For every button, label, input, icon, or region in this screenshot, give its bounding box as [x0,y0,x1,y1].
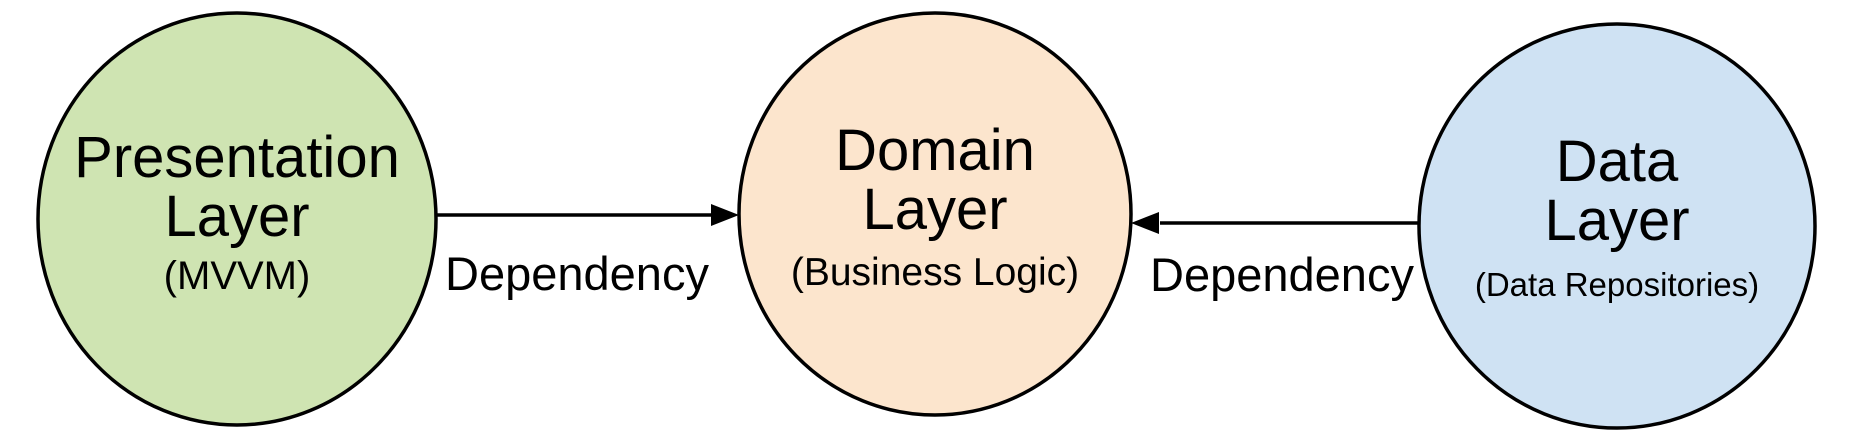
domain-layer-title-line1: Domain [835,118,1035,183]
arrowhead-left-icon [1131,212,1159,234]
edge-data-to-domain: Dependency [1131,212,1419,301]
dependency-label-left: Dependency [445,247,709,300]
presentation-layer-title-line2: Layer [164,184,309,249]
data-layer-sublabel: (Data Repositories) [1475,266,1759,303]
arrowhead-right-icon [711,204,739,226]
presentation-layer-sublabel: (MVVM) [164,254,311,298]
data-layer-title-line1: Data [1556,129,1679,194]
dependency-label-right: Dependency [1150,248,1414,301]
domain-layer-sublabel: (Business Logic) [791,251,1079,294]
data-layer-title-line2: Layer [1544,188,1689,253]
node-data-layer: Data Layer (Data Repositories) [1417,22,1817,430]
domain-layer-ellipse [737,11,1133,417]
domain-layer-title-line2: Layer [862,177,1007,242]
node-domain-layer: Domain Layer (Business Logic) [737,11,1133,417]
data-layer-ellipse [1417,22,1817,430]
presentation-layer-ellipse [36,11,438,427]
presentation-layer-title-line1: Presentation [74,125,400,190]
edge-presentation-to-domain: Dependency [436,204,739,300]
node-presentation-layer: Presentation Layer (MVVM) [36,11,438,427]
